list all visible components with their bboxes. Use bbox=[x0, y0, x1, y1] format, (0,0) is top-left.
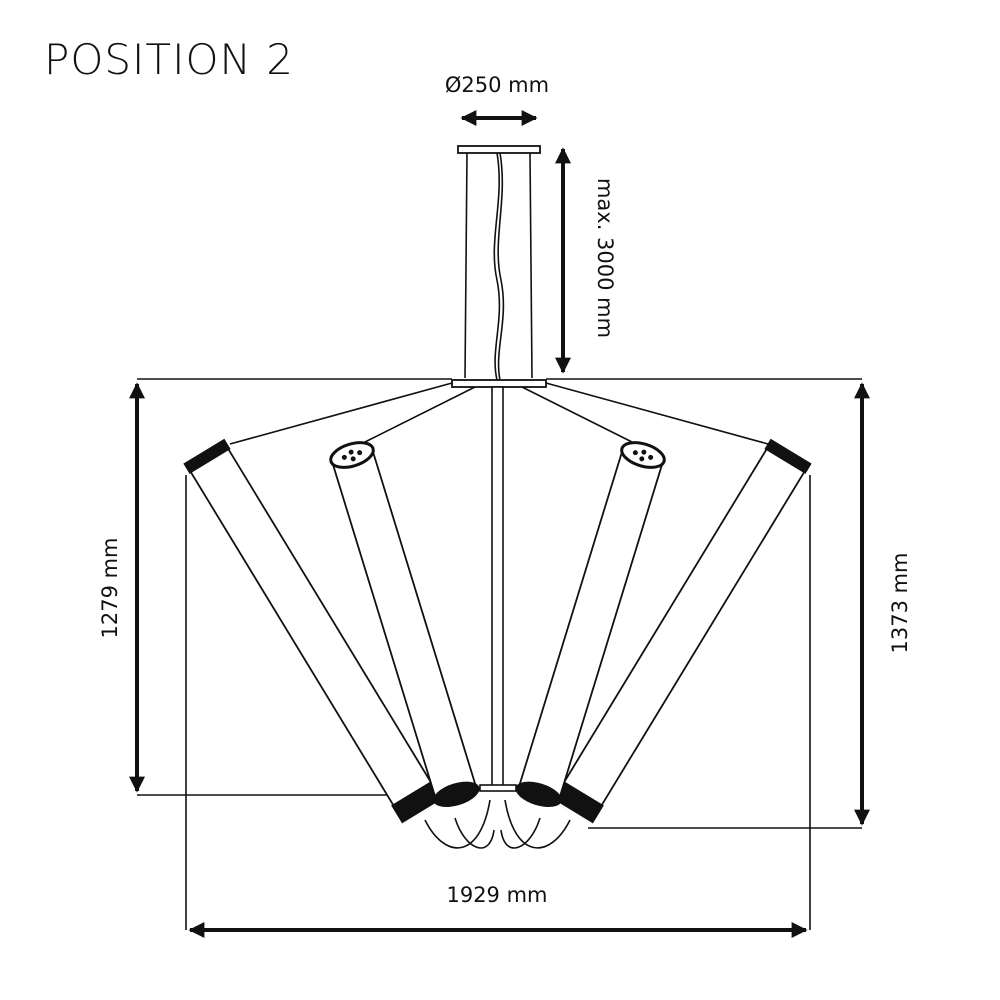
bottom-hub bbox=[479, 784, 517, 792]
total-width-label: 1929 mm bbox=[446, 883, 547, 907]
ceiling-canopy bbox=[457, 145, 541, 154]
extension-lines bbox=[137, 378, 862, 930]
lamp-tubes-right bbox=[499, 435, 814, 850]
lamp-tube-inner bbox=[329, 441, 480, 807]
canopy-diameter-label: Ø250 mm bbox=[445, 73, 549, 97]
support-arms bbox=[229, 382, 769, 445]
lamp-tube-outer bbox=[183, 438, 445, 826]
central-pole bbox=[491, 386, 504, 788]
suspension-length-label: max. 3000 mm bbox=[593, 178, 617, 338]
hub-bar bbox=[451, 379, 547, 388]
left-height-label: 1279 mm bbox=[98, 537, 122, 638]
power-cable bbox=[424, 799, 491, 849]
right-height-label: 1373 mm bbox=[888, 552, 912, 653]
power-cable bbox=[454, 817, 495, 849]
diagram-title: POSITION 2 bbox=[44, 35, 294, 84]
suspension-wires bbox=[464, 152, 533, 381]
